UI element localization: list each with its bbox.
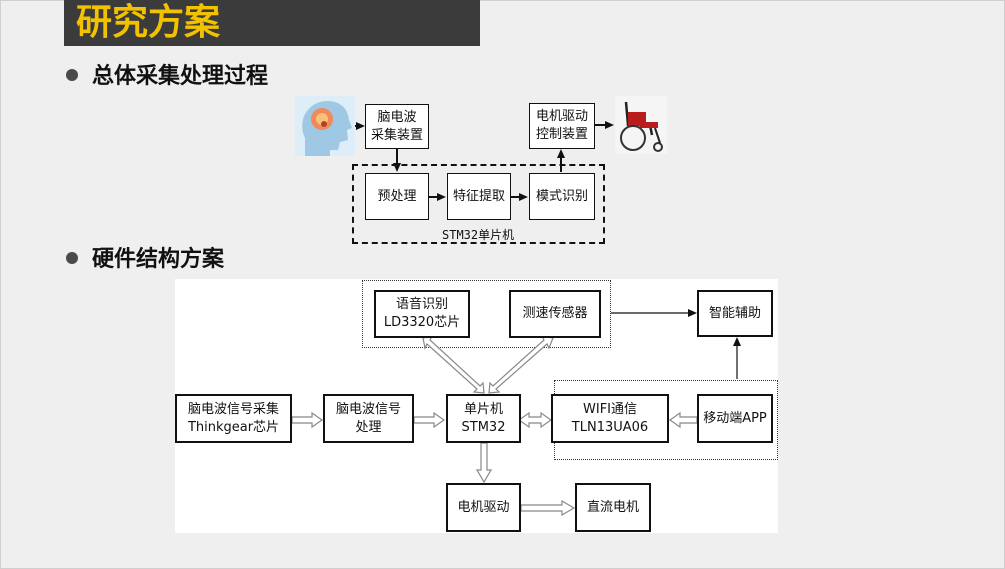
eeg-acquisition-box: 脑电波信号采集 Thinkgear芯片: [175, 394, 292, 443]
stm32-label: STM32单片机: [442, 228, 515, 242]
wheelchair-icon: [615, 96, 667, 154]
section-heading-hardware-text: 硬件结构方案: [92, 247, 225, 272]
eeg-processing-box: 脑电波信号 处理: [323, 394, 414, 443]
smart-assist-box: 智能辅助: [697, 290, 773, 337]
wifi-box: WIFI通信 TLN13UA06: [551, 394, 669, 443]
arrow-sensor-mcu: [488, 335, 554, 394]
eeg-collector-box: 脑电波 采集装置: [365, 104, 429, 149]
mobile-app-box: 移动端APP: [697, 394, 773, 443]
motor-drive-box: 电机驱动: [446, 483, 521, 532]
arrow-acq-to-proc: [291, 411, 324, 429]
arrow-motor-to-dc: [520, 499, 576, 517]
section-heading-process: 总体采集处理过程: [66, 58, 268, 90]
voice-recognition-box: 语音识别 LD3320芯片: [374, 290, 470, 338]
arrow-proc-to-mcu: [413, 411, 446, 429]
section-heading-process-text: 总体采集处理过程: [92, 64, 269, 89]
feature-extract-box: 特征提取: [447, 173, 511, 220]
arrow-mcu-wifi: [517, 411, 553, 429]
bullet-dot-icon: [66, 69, 78, 81]
sensor-dotted-group: [362, 280, 611, 348]
speed-sensor-box: 测速传感器: [509, 290, 601, 338]
stm32-dashed-group: [352, 164, 605, 244]
section-heading-hardware: 硬件结构方案: [66, 241, 224, 273]
preprocess-box: 预处理: [365, 173, 429, 220]
motor-controller-box: 电机驱动 控制装置: [529, 103, 595, 149]
pattern-recog-box: 模式识别: [529, 173, 595, 220]
brain-head-icon: [295, 96, 355, 156]
arrow-mcu-to-motor: [475, 442, 493, 484]
dc-motor-box: 直流电机: [575, 483, 651, 532]
arrow-voice-mcu: [422, 335, 485, 394]
arrow-mobile-to-wifi: [668, 411, 698, 429]
mcu-box: 单片机 STM32: [446, 394, 521, 443]
bullet-dot-icon: [66, 252, 78, 264]
slide-title: 研究方案: [64, 0, 480, 46]
